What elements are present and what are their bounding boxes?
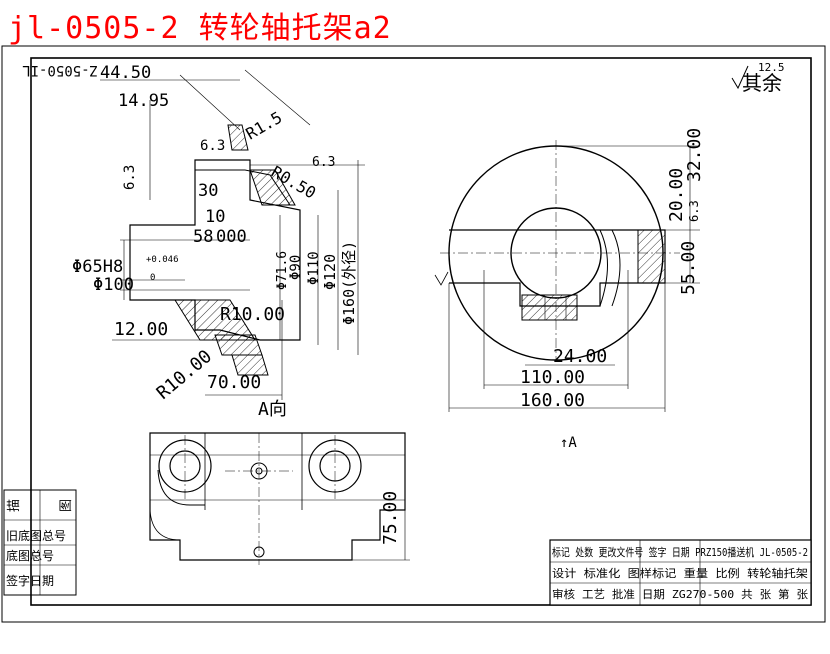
roughness-symbol-icon xyxy=(731,65,749,90)
dim-75: 75.00 xyxy=(380,491,401,545)
title-block-row-3: 审核 工艺 批准 日期 ZG270-500 共 张 第 张 xyxy=(552,587,808,601)
dim-14-95: 14.95 xyxy=(118,91,169,111)
page-title: jl-0505-2 转轮轴托架a2 xyxy=(8,11,392,46)
roughness-other-note: 其余 xyxy=(742,71,782,95)
dim-55: 55.00 xyxy=(678,241,699,295)
dim-10: 10 xyxy=(205,207,225,227)
sheet-outer-border xyxy=(1,45,826,623)
dim-6-3-right: 6.3 xyxy=(687,200,701,222)
title-block-row-1: 标记 处数 更改文件号 签字 日期 PRZ150播送机 JL-0505-2 xyxy=(552,545,808,559)
dim-110: 110.00 xyxy=(520,367,585,388)
sheet-inner-border xyxy=(30,57,812,606)
dim-6-3-c: 6.3 xyxy=(312,155,335,170)
left-table-label-3: 底图总号 xyxy=(6,548,54,563)
left-table-label-2: 旧底图总号 xyxy=(6,528,66,543)
title-block-row-2: 设计 标准化 图样标记 重量 比例 转轮轴托架 xyxy=(552,566,808,580)
dim-44-50: 44.50 xyxy=(100,63,151,83)
view-label: A向 xyxy=(258,399,287,420)
dim-20: 20.00 xyxy=(666,168,687,222)
dim-58: 58 xyxy=(193,227,213,247)
dim-phi160: Φ160(外径) xyxy=(340,241,358,325)
roughness-value: 12.5 xyxy=(758,61,785,74)
left-record-table: 描 图 旧底图总号 底图总号 签字日期 xyxy=(3,489,77,596)
dim-30: 30 xyxy=(198,181,218,201)
left-table-label-4: 签字日期 xyxy=(6,573,54,588)
dim-phi-v2: Φ90 xyxy=(288,255,304,280)
dim-32: 32.00 xyxy=(684,128,705,182)
dim-160: 160.00 xyxy=(520,390,585,411)
dim-6-3-a: 6.3 xyxy=(122,165,138,190)
dim-phi-v1: Φ71.6 xyxy=(275,251,290,290)
dim-phi100: Φ100 xyxy=(93,275,134,295)
dim-phi-v3: Φ110 xyxy=(306,251,322,285)
left-table-label-0: 描 xyxy=(7,499,22,512)
title-block: 标记 处数 更改文件号 签字 日期 PRZ150播送机 JL-0505-2 设计… xyxy=(549,539,812,606)
dim-6-3-b: 6.3 xyxy=(200,138,225,154)
section-view: Z-5050-IL 44.50 14.95 6.3 6.3 6.3 xyxy=(22,62,365,404)
view-arrow: ↑A xyxy=(560,435,577,451)
dim-r10-a: R10.00 xyxy=(220,304,285,325)
dim-70: 70.00 xyxy=(207,372,261,393)
dim-000: 000 xyxy=(216,227,247,247)
dim-phi65-tol0: 0 xyxy=(150,273,155,283)
dim-12: 12.00 xyxy=(114,319,168,340)
dim-24: 24.00 xyxy=(553,346,607,367)
left-table-label-1: 图 xyxy=(59,499,74,512)
dim-phi65-tol: +0.046 xyxy=(146,255,179,265)
dim-phi-v4: Φ120 xyxy=(321,254,339,290)
dim-r1-5: R1.5 xyxy=(243,108,286,144)
front-view: 32.00 20.00 6.3 55.00 24.00 110.00 160.0… xyxy=(434,128,705,412)
a-direction-view: A向 ↑A 75.00 xyxy=(149,399,577,565)
dim-phi65: Φ65H8 xyxy=(72,257,123,277)
code-rotated-label: Z-5050-IL xyxy=(22,62,98,78)
